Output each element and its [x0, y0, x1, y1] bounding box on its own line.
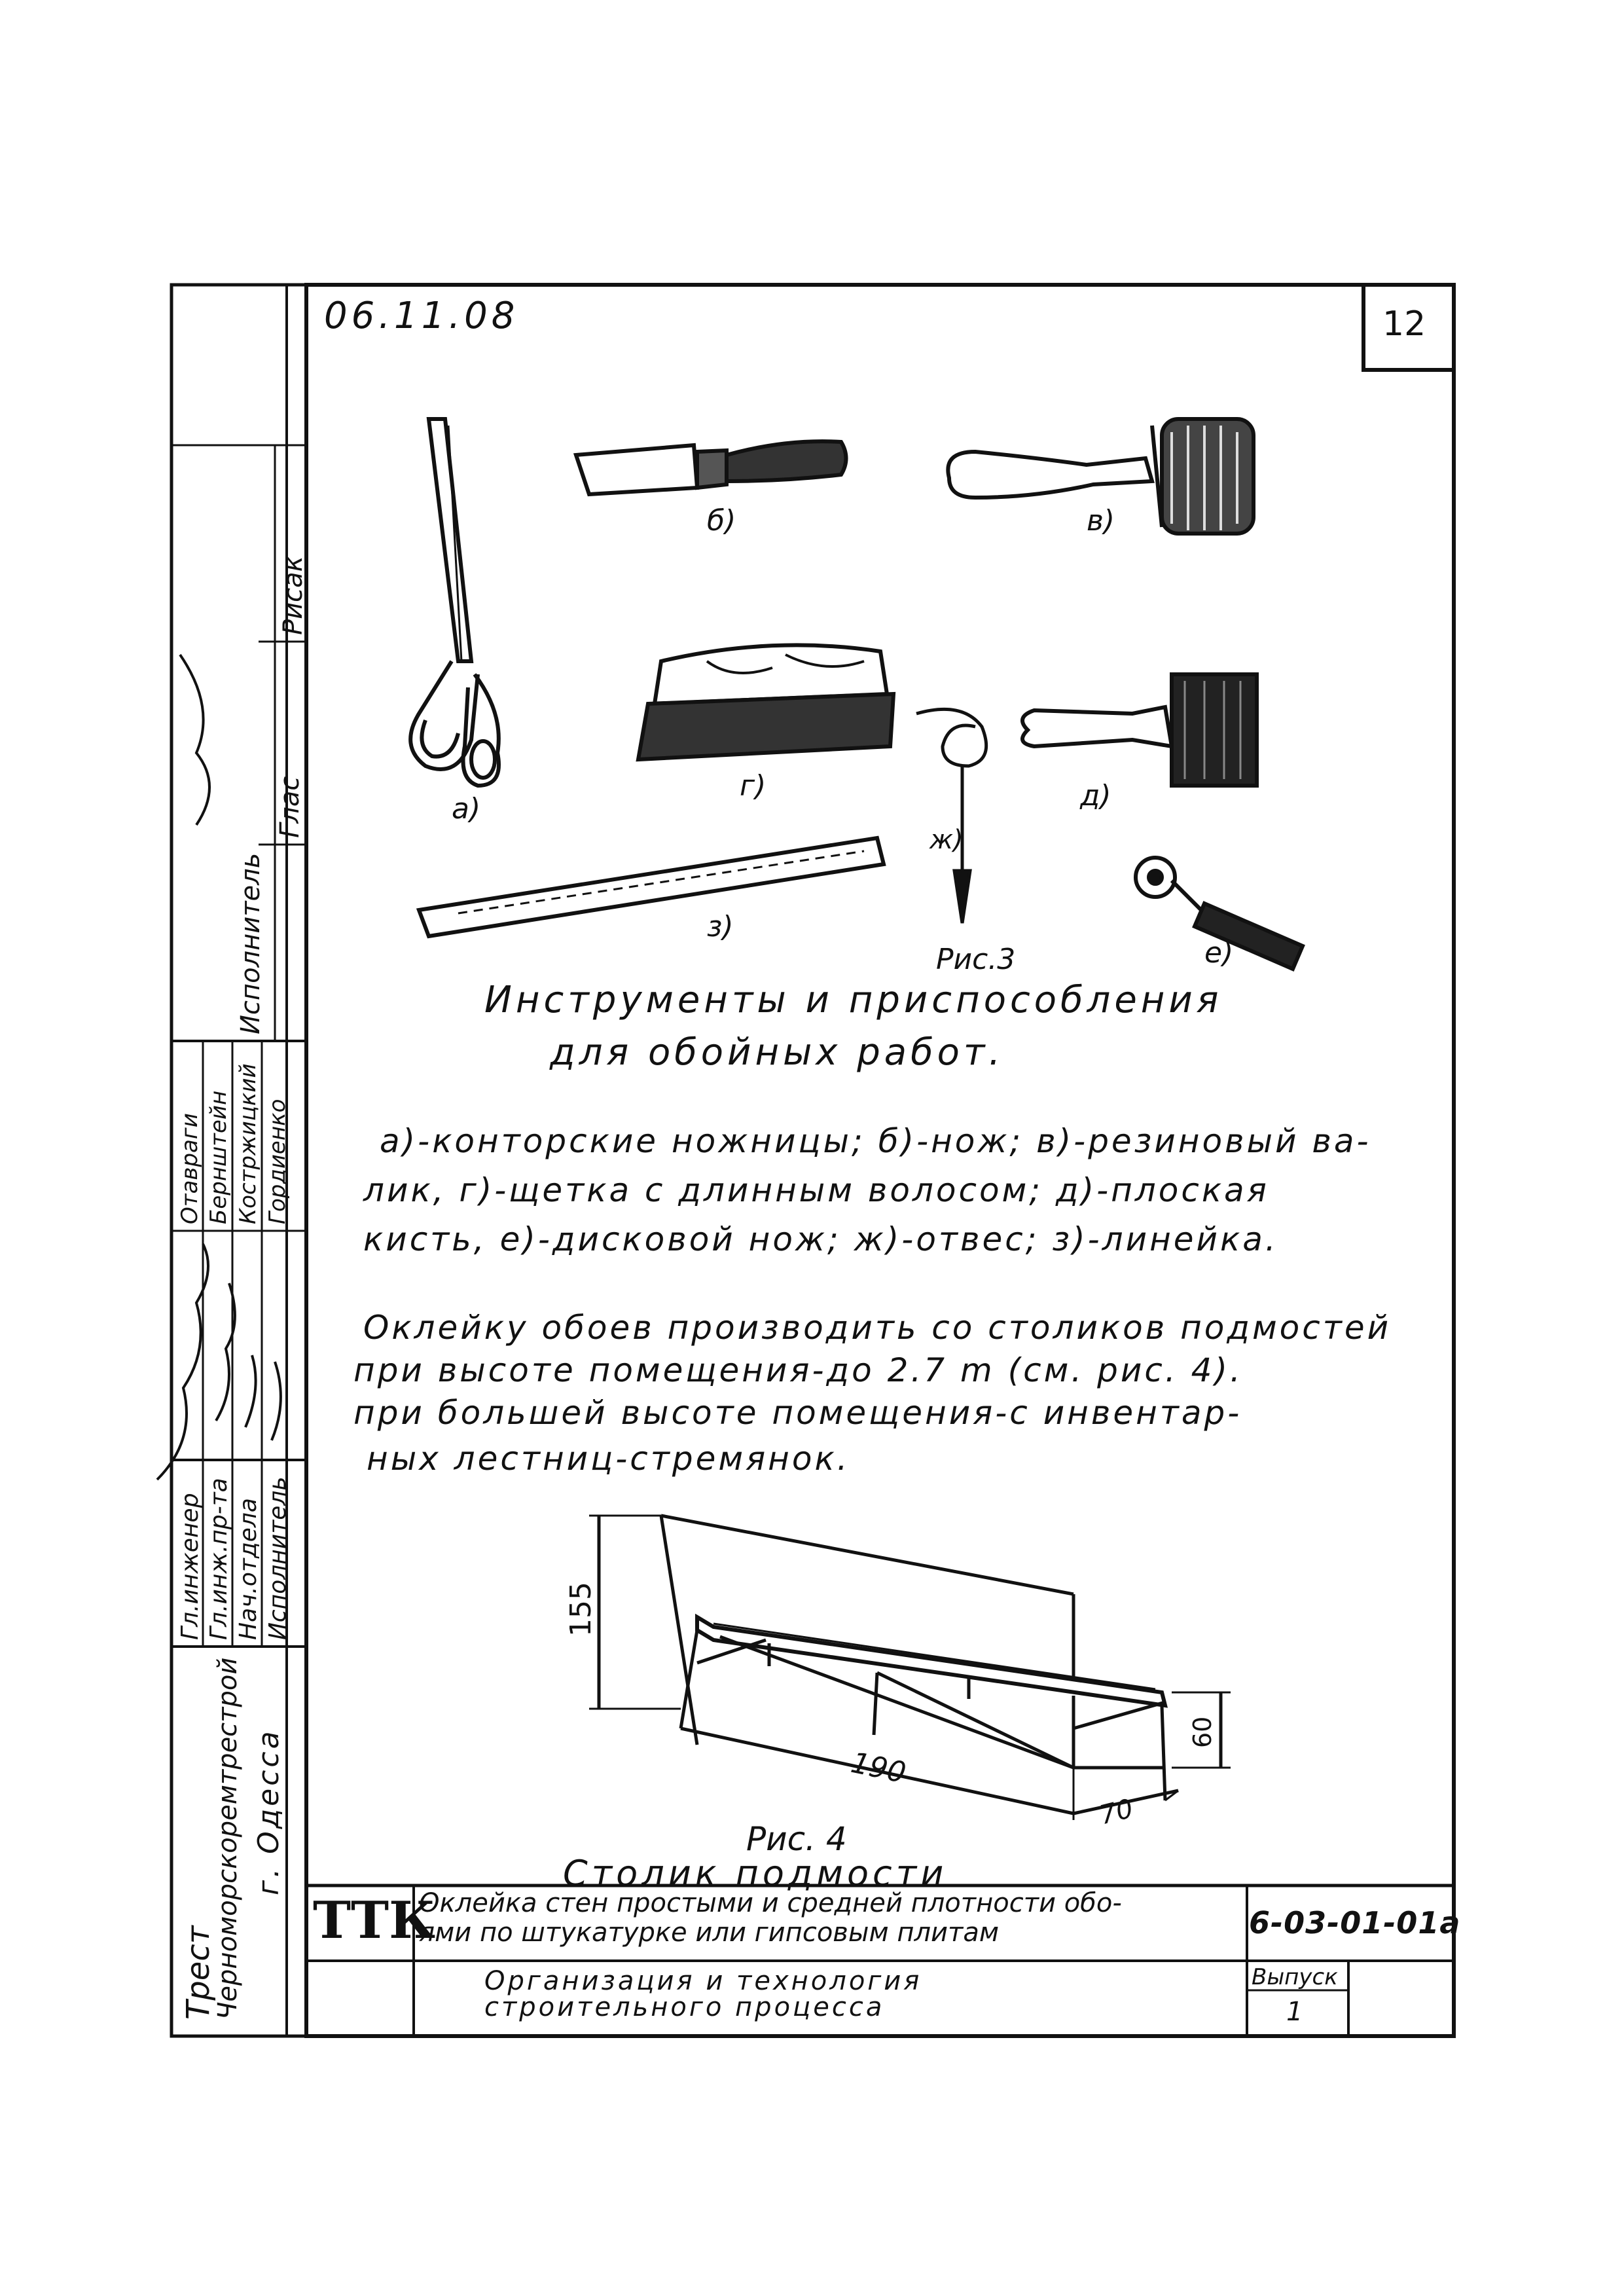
- disk-knife-drawing: [1134, 856, 1305, 972]
- figure3-title-line1: Инструменты и приспособления: [484, 979, 1223, 1021]
- dim-height: 155: [564, 1582, 598, 1637]
- label-roller: в): [1087, 504, 1115, 538]
- legend-line-1: а)-конторские ножницы; б)-нож; в)-резино…: [380, 1122, 1371, 1160]
- label-plumb-line: ж): [929, 825, 964, 855]
- figure4-caption: Рис. 4: [746, 1820, 847, 1858]
- legend-line-2: лик, г)-щетка с длинным волосом; д)-плос…: [363, 1171, 1269, 1209]
- figure3-caption: Рис.3: [936, 943, 1016, 976]
- legend-line-3: кисть, е)-дисковой нож; ж)-отвес; з)-лин…: [363, 1220, 1278, 1258]
- stamp-signature-text: Глас: [275, 776, 305, 838]
- label-scissors: а): [452, 792, 481, 826]
- knife-drawing: [573, 439, 848, 497]
- ttk-label: ТТК: [313, 1891, 436, 1950]
- label-ruler: з): [707, 910, 734, 943]
- label-disk-knife: е): [1204, 936, 1234, 970]
- instruction-line-3: при большей высоте помещения-с инвентар-: [353, 1394, 1242, 1432]
- flat-brush-drawing: [1020, 672, 1259, 788]
- issue-label: Выпуск: [1252, 1964, 1338, 1990]
- label-long-brush: г): [740, 769, 767, 803]
- figure4-title: Столик подмости: [563, 1853, 948, 1894]
- title-description-line1: Оклейка стен простыми и средней плотност…: [419, 1888, 1122, 1918]
- scissors-drawing: [408, 417, 501, 788]
- page-number: 12: [1382, 304, 1426, 344]
- document-date: 06.11.08: [324, 295, 519, 337]
- instruction-line-1: Оклейку обоев производить со столиков по…: [363, 1309, 1392, 1347]
- ruler-drawing: [416, 835, 886, 939]
- long-brush-drawing: [636, 643, 896, 762]
- roller-drawing: [946, 417, 1255, 536]
- instruction-line-4: ных лестниц-стремянок.: [367, 1440, 850, 1478]
- stamp-upper-checker: Рисак: [278, 556, 308, 635]
- label-flat-brush: д): [1080, 779, 1111, 812]
- stamp-upper-executor: Исполнитель: [236, 852, 266, 1034]
- document-code: 6-03-01-01а: [1249, 1905, 1461, 1941]
- issue-number: 1: [1286, 1997, 1303, 2027]
- instruction-line-2: при высоте помещения-до 2.7 m (см. рис. …: [353, 1351, 1243, 1389]
- title-subtitle-line2: строительного процесса: [484, 1992, 885, 2022]
- title-subtitle-line1: Организация и технология: [484, 1966, 922, 1996]
- title-description-line2: ями по штукатурке или гипсовым плитам: [419, 1918, 1000, 1948]
- dim-top: 60: [1188, 1716, 1217, 1748]
- figure3-title-line2: для обойных работ.: [550, 1031, 1005, 1074]
- plumb-line-drawing: [916, 707, 988, 924]
- label-knife: б): [707, 504, 736, 538]
